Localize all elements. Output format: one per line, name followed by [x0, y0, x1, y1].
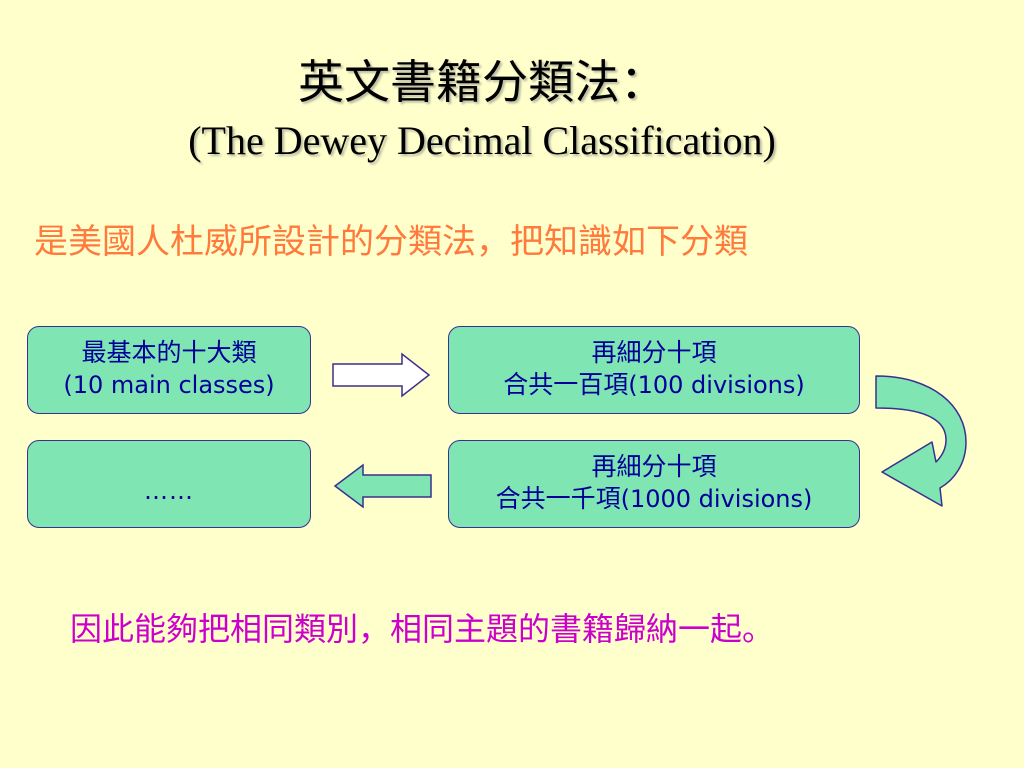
divisions-100-line: 合共一百項(100 divisions): [449, 369, 859, 401]
main-classes-zh: 最基本的十大類: [81, 338, 257, 367]
left-arrow-icon: [333, 463, 432, 509]
divisions-100-en: (100 divisions): [628, 371, 805, 399]
divisions-100-zh: 再細分十項: [591, 338, 717, 367]
divisions-1000-en: (1000 divisions): [620, 485, 813, 513]
divisions-100-zh2: 合共一百項: [503, 370, 629, 399]
intro-text: 是美國人杜威所設計的分類法，把知識如下分類: [34, 222, 748, 262]
right-arrow-icon: [332, 352, 431, 398]
main-classes-box: 最基本的十大類 (10 main classes): [27, 326, 311, 414]
ellipsis-text: ……: [144, 477, 194, 505]
page-title-chinese: 英文書籍分類法：: [298, 55, 666, 109]
divisions-1000-zh2: 合共一千項: [495, 484, 621, 513]
divisions-1000-zh: 再細分十項: [591, 452, 717, 481]
conclusion-text: 因此能夠把相同類別，相同主題的書籍歸納一起。: [70, 610, 775, 648]
divisions-100-box: 再細分十項 合共一百項(100 divisions): [448, 326, 860, 414]
curved-arrow-icon: [875, 375, 967, 507]
divisions-1000-box: 再細分十項 合共一千項(1000 divisions): [448, 440, 860, 528]
main-classes-en: (10 main classes): [63, 371, 275, 399]
page-title-english: (The Dewey Decimal Classification): [188, 118, 776, 163]
divisions-1000-line: 合共一千項(1000 divisions): [449, 483, 859, 515]
more-classes-box: ……: [27, 440, 311, 528]
